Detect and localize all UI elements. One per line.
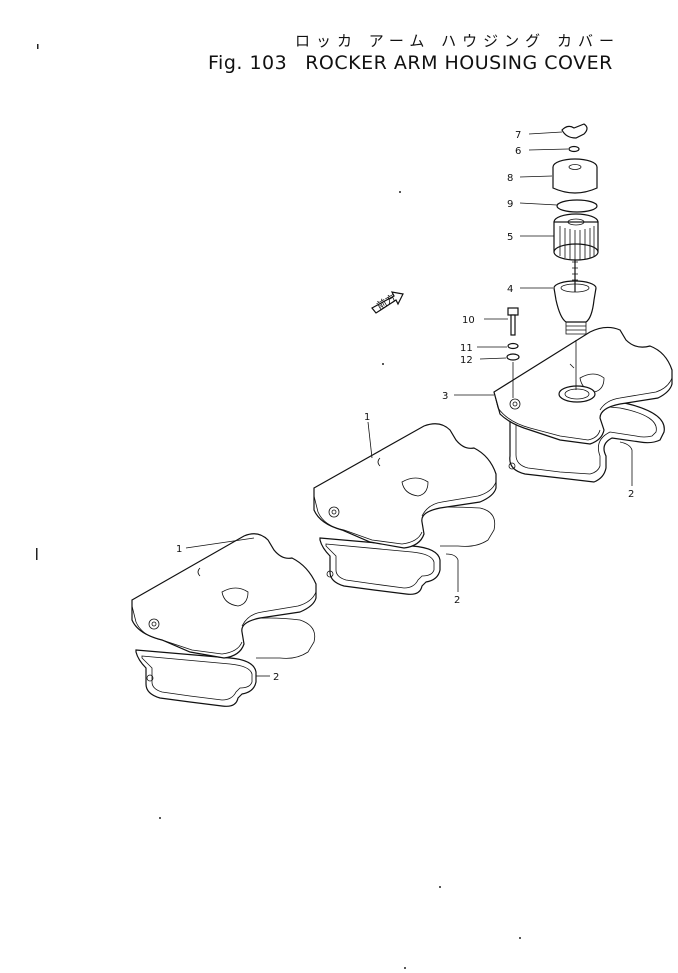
- callout-2-right: 2: [628, 489, 634, 500]
- callout-5: 5: [507, 232, 513, 243]
- callout-3: 3: [442, 391, 448, 402]
- filler-neck: [558, 340, 596, 403]
- flat-washer: [506, 353, 520, 361]
- callout-12: 12: [460, 355, 473, 366]
- filter-element: [553, 213, 599, 261]
- leader-lines: [185, 131, 633, 677]
- callout-labels: 7 6 8 9 5 4 10 11 12 3 1 1 2 2 2: [176, 130, 634, 683]
- callout-6: 6: [515, 146, 521, 157]
- figure-title-english: ROCKER ARM HOUSING COVER: [305, 52, 613, 74]
- spring-washer: [507, 342, 519, 350]
- figure-number: Fig. 103: [208, 52, 288, 74]
- figure-title-japanese: ロッカ アーム ハウジング カバー: [295, 32, 620, 50]
- callout-4: 4: [507, 284, 513, 295]
- callout-1-middle: 1: [364, 412, 370, 423]
- bolt: [507, 307, 519, 336]
- filter-cap: [552, 158, 598, 194]
- callout-2-middle: 2: [454, 595, 460, 606]
- rocker-arm-housing-cover-left: [131, 533, 317, 659]
- callout-9: 9: [507, 199, 513, 210]
- rocker-arm-housing-cover-middle: [313, 423, 497, 549]
- figure-title: Fig. 103 ROCKER ARM HOUSING COVER: [208, 52, 613, 74]
- wing-nut: [561, 123, 588, 139]
- callout-11: 11: [460, 343, 473, 354]
- filter-case: [553, 258, 597, 335]
- callout-7: 7: [515, 130, 521, 141]
- gasket-right: [504, 391, 665, 483]
- front-direction-arrow: 前方: [371, 291, 404, 314]
- rocker-arm-housing-cover-right: [493, 326, 673, 445]
- gasket-left: [135, 617, 316, 707]
- cap-washer: [568, 145, 580, 153]
- callout-8: 8: [507, 173, 513, 184]
- callout-1-left: 1: [176, 544, 182, 555]
- o-ring: [556, 199, 598, 213]
- print-specks: [36, 44, 521, 969]
- front-direction-label: 前方: [374, 291, 398, 312]
- callout-2-left: 2: [273, 672, 279, 683]
- callout-10: 10: [462, 315, 475, 326]
